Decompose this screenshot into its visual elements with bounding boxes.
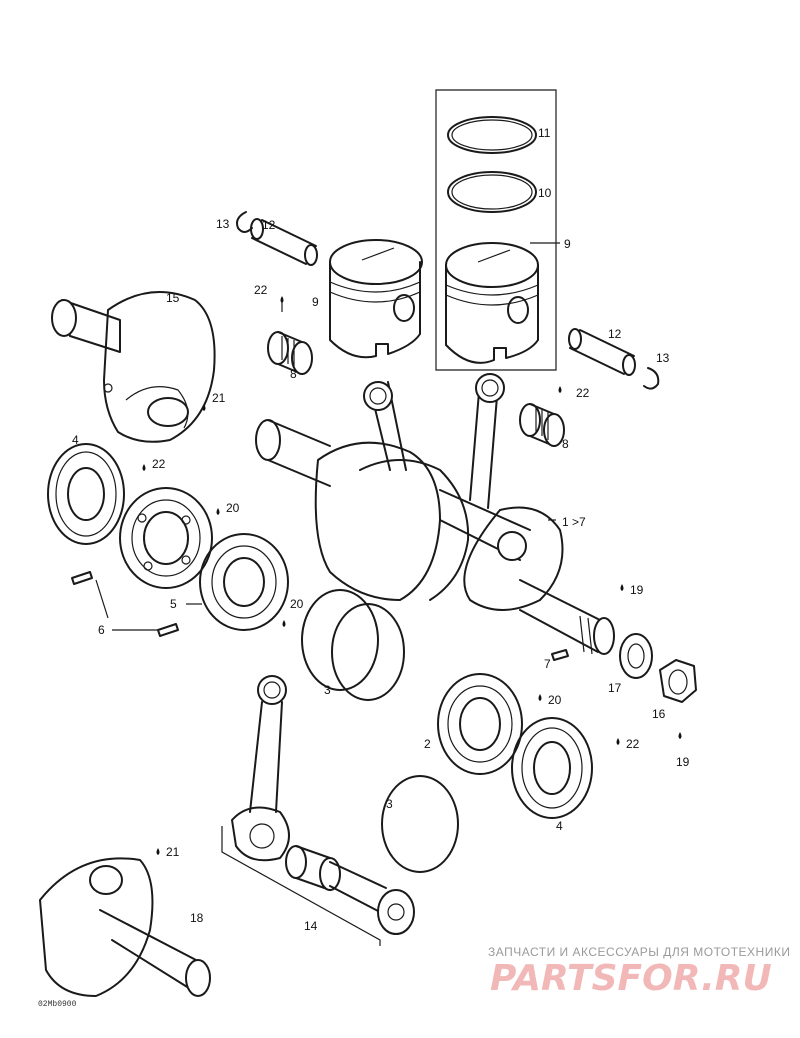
crankshaft-half-15 bbox=[51, 291, 216, 443]
callout-15: 15 bbox=[166, 291, 180, 305]
retaining-ring-3-upper bbox=[301, 589, 405, 701]
needle-bearing-upper-right bbox=[519, 403, 565, 447]
oil-seal-left bbox=[47, 443, 125, 545]
dowel-pin-upper bbox=[71, 571, 93, 585]
callout-12-left: 12 bbox=[262, 218, 276, 232]
callout-19-lower: 19 bbox=[676, 755, 690, 769]
callout-21-lower: 21 bbox=[166, 845, 180, 859]
callout-1-to-7: 1 >7 bbox=[562, 515, 586, 529]
wrist-pin-right bbox=[568, 328, 636, 376]
callout-21-upper: 21 bbox=[212, 391, 226, 405]
crankshaft-half-18 bbox=[39, 857, 211, 997]
callout-3-lower: 3 bbox=[386, 797, 393, 811]
lock-washer-17 bbox=[619, 633, 653, 679]
ball-bearing-5 bbox=[119, 487, 213, 589]
callout-4-right: 4 bbox=[556, 819, 563, 833]
circlip-right bbox=[643, 367, 660, 390]
nut-16 bbox=[659, 659, 697, 703]
callout-9-kit: 9 bbox=[564, 237, 571, 251]
callout-18: 18 bbox=[190, 911, 204, 925]
callout-22-left: 22 bbox=[152, 457, 166, 471]
needle-bearing-upper-left bbox=[267, 331, 313, 375]
callout-22-upper: 22 bbox=[254, 283, 268, 297]
ball-bearing-2 bbox=[437, 673, 523, 775]
ball-bearing-20-left bbox=[199, 533, 289, 631]
callout-3-upper: 3 bbox=[324, 683, 331, 697]
callout-10: 10 bbox=[538, 186, 552, 200]
watermark: ЗАПЧАСТИ И АКСЕССУАРЫ ДЛЯ МОТОТЕХНИКИ PA… bbox=[488, 945, 790, 999]
callout-11: 11 bbox=[538, 126, 551, 140]
callout-20-lower: 20 bbox=[548, 693, 562, 707]
callout-7: 7 bbox=[544, 657, 551, 671]
callout-13-left: 13 bbox=[216, 217, 230, 231]
callout-17: 17 bbox=[608, 681, 622, 695]
circlip-left bbox=[236, 211, 253, 233]
callout-8-left: 8 bbox=[290, 367, 297, 381]
callout-13-right: 13 bbox=[656, 351, 670, 365]
woodruff-key bbox=[551, 649, 569, 661]
callout-16: 16 bbox=[652, 707, 666, 721]
callout-labels: 11 10 9 13 12 22 9 15 8 12 13 22 21 4 8 … bbox=[72, 126, 690, 933]
piston-ring-10 bbox=[447, 171, 537, 213]
crankshaft-assembly bbox=[255, 373, 615, 655]
grease-markers bbox=[142, 296, 682, 855]
callout-12-right: 12 bbox=[608, 327, 622, 341]
callout-22-lower: 22 bbox=[626, 737, 640, 751]
callout-8-right: 8 bbox=[562, 437, 569, 451]
piston-kit-frame bbox=[435, 89, 560, 371]
callout-20-upper: 20 bbox=[226, 501, 240, 515]
piston-in-kit bbox=[445, 242, 539, 364]
callout-22-right: 22 bbox=[576, 386, 590, 400]
piston-ring-11 bbox=[447, 116, 537, 154]
oil-seal-right bbox=[511, 717, 593, 819]
wrist-pin-left bbox=[250, 218, 318, 266]
callout-9-piston: 9 bbox=[312, 295, 319, 309]
watermark-brand: PARTSFOR.RU bbox=[490, 958, 772, 999]
piston bbox=[329, 239, 423, 359]
callout-2: 2 bbox=[424, 737, 431, 751]
callout-4-left: 4 bbox=[72, 433, 79, 447]
retaining-ring-3-lower bbox=[381, 775, 459, 873]
connecting-rod-kit bbox=[221, 675, 415, 946]
callout-6: 6 bbox=[98, 623, 105, 637]
callout-19-upper: 19 bbox=[630, 583, 644, 597]
watermark-tagline: ЗАПЧАСТИ И АКСЕССУАРЫ ДЛЯ МОТОТЕХНИКИ bbox=[488, 945, 790, 959]
callout-20-middle: 20 bbox=[290, 597, 304, 611]
dowel-pin-lower bbox=[157, 623, 179, 637]
callout-5: 5 bbox=[170, 597, 177, 611]
callout-14: 14 bbox=[304, 919, 318, 933]
drawing-code: 02Mb0900 bbox=[38, 1000, 77, 1009]
